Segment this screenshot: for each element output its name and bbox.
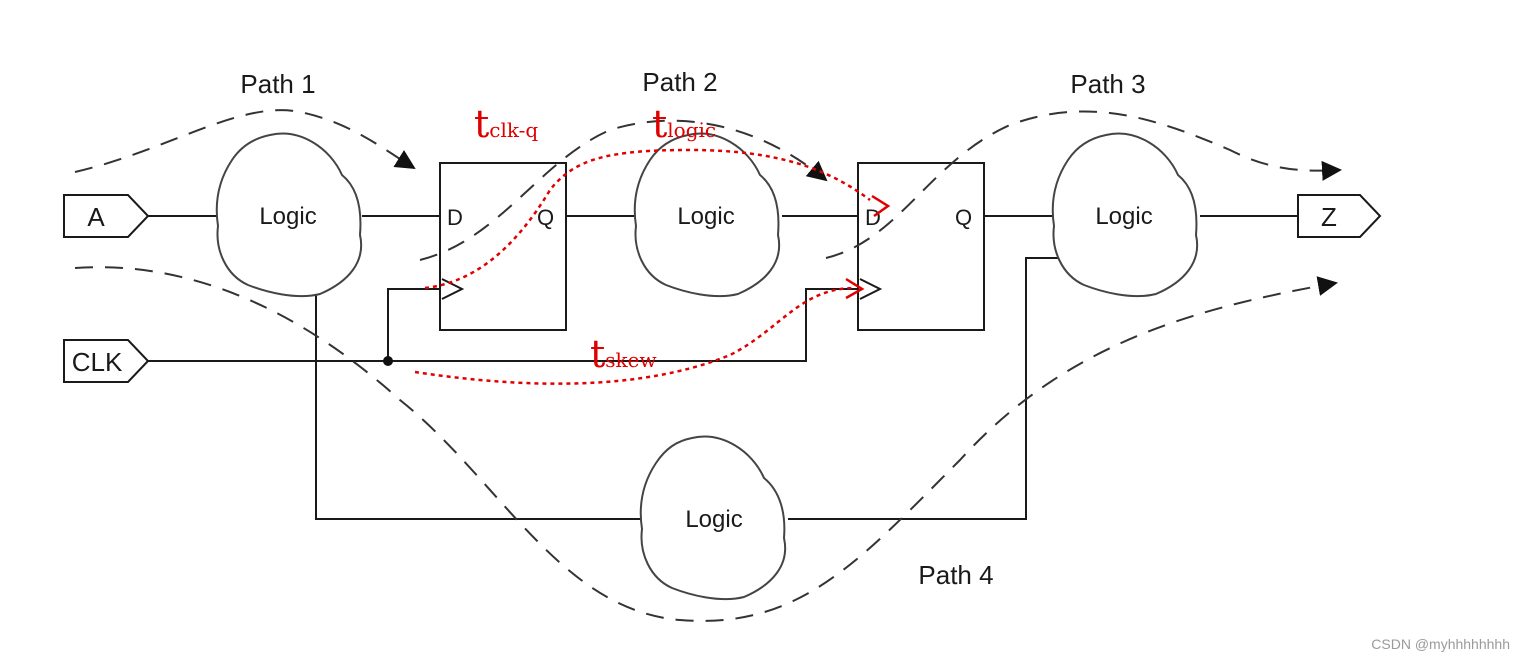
logic-cloud-1-shape [215,132,363,298]
t-skew-sub: skew [605,348,656,372]
output-port-z-label: Z [1321,202,1337,232]
flipflop-2-q-label: Q [955,205,972,230]
wire-clk-ff2 [148,288,860,362]
t-clk-q-t: t [474,102,489,146]
path-1-curve [74,109,416,173]
flipflop-1-d-label: D [447,205,463,230]
wire-logic1-logic4 [315,292,642,520]
logic-cloud-3: Logic [1051,132,1199,298]
wire-clk-ff1 [387,288,442,361]
logic-cloud-1-label: Logic [259,203,316,230]
tskew-curve [414,286,856,385]
input-port-a-shape [63,194,150,238]
logic-cloud-4-label: Logic [685,506,742,533]
logic-cloud-1: Logic [215,132,363,298]
input-port-a-label: A [87,202,105,232]
tclk-q-tlogic-curve [424,148,871,290]
flipflop-1-body [439,162,567,331]
clk-junction-dot [383,356,393,366]
logic-cloud-3-shape [1051,132,1199,298]
flipflop-1-q-label: Q [537,205,554,230]
input-port-clk-label: CLK [72,347,123,377]
wire-logic4-logic3 [788,257,1058,520]
logic-cloud-4: Logic [639,435,787,601]
path-3-label: Path 3 [1070,69,1145,99]
flipflop-2-d-label: D [865,205,881,230]
input-port-a: A [63,194,150,238]
logic-cloud-4-shape [639,435,787,601]
logic-cloud-2-shape [633,132,781,298]
timing-paths [74,109,1342,622]
t-clk-q-sub: clk-q [489,118,538,142]
input-port-clk: CLK [63,339,150,383]
flipflop-2-clock-triangle [859,278,883,300]
path-1-label: Path 1 [240,69,315,99]
red-annotations [414,148,891,385]
path-3-curve [825,110,1342,259]
flipflop-1: D Q [439,162,567,331]
path-4-curve [74,266,1338,622]
path-2-curve [419,119,828,261]
input-port-clk-shape [63,339,150,383]
flipflop-2: D Q [857,162,985,331]
output-port-z: Z [1297,194,1382,238]
output-port-z-shape [1297,194,1382,238]
logic-cloud-2: Logic [633,132,781,298]
watermark: CSDN @myhhhhhhhh [1371,636,1510,652]
t-skew-label: tskew [590,332,657,376]
t-skew-t: t [590,332,605,376]
path-4-label: Path 4 [918,560,993,590]
logic-cloud-3-label: Logic [1095,203,1152,230]
logic-cloud-2-label: Logic [677,203,734,230]
path-2-label: Path 2 [642,67,717,97]
flipflop-2-body [857,162,985,331]
t-logic-t: t [652,102,667,146]
t-logic-sub: logic [667,118,716,142]
t-clk-q-label: tclk-q [474,102,538,146]
t-logic-label: tlogic [652,102,716,146]
tlogic-arrowhead [871,194,891,218]
wires [148,215,1298,520]
tskew-arrowhead [845,277,865,300]
